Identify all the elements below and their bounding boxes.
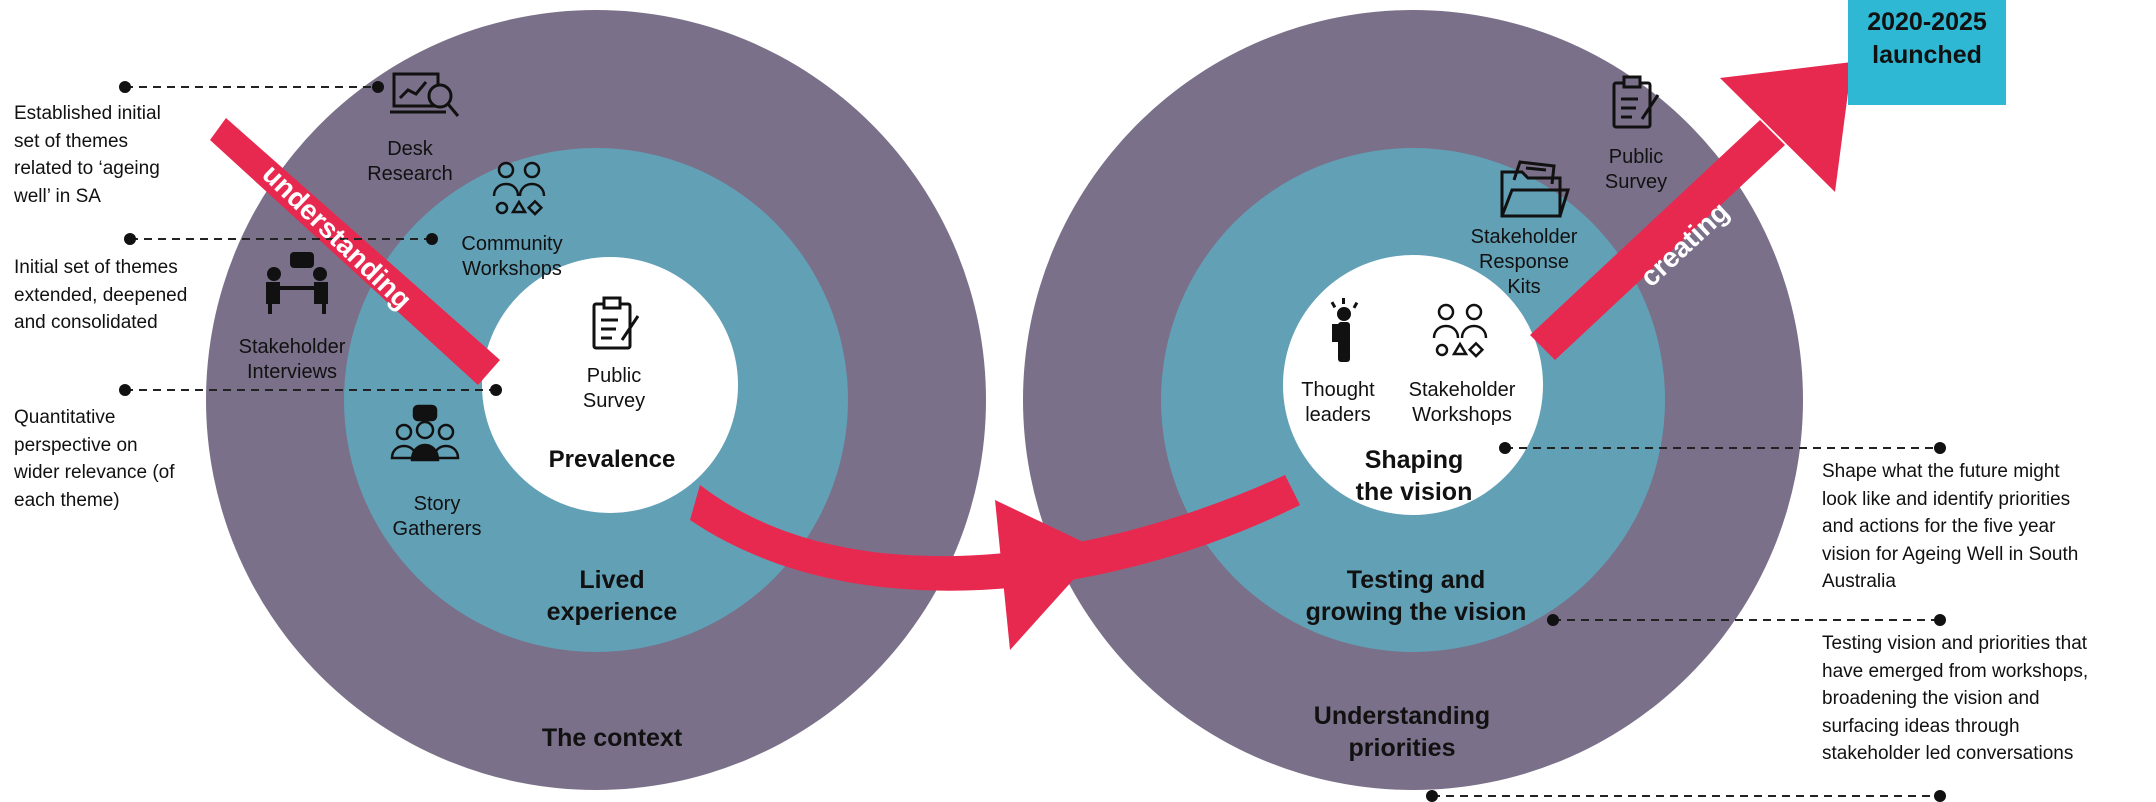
laptop-search-icon	[390, 72, 460, 117]
understanding-arrow	[210, 118, 500, 385]
clipboard-icon	[592, 296, 640, 350]
badge-text: 2020-2025 launched	[1867, 8, 1987, 69]
leader-lines	[125, 86, 1940, 797]
group-workshop-icon	[492, 161, 546, 216]
group-workshop-icon	[1432, 303, 1488, 358]
creating-arrow-head	[1720, 62, 1852, 192]
creating-arrow	[1530, 120, 1785, 360]
prevalence-label: Prevalence	[548, 446, 676, 473]
leader-dots	[119, 81, 1946, 802]
left-inner-circle	[482, 257, 738, 513]
launched-badge: 2020-2025 launched	[1848, 0, 2006, 105]
connecting-arrow	[690, 475, 1300, 591]
right-inner-circle	[1283, 255, 1543, 515]
interview-icon	[266, 252, 328, 314]
thought-leader-icon	[1330, 298, 1359, 362]
folder-icon	[1500, 160, 1571, 218]
clipboard-icon	[1612, 75, 1660, 129]
story-group-icon	[390, 404, 460, 462]
connecting-arrow-head	[995, 500, 1100, 650]
the-context-label: The context	[541, 724, 683, 752]
